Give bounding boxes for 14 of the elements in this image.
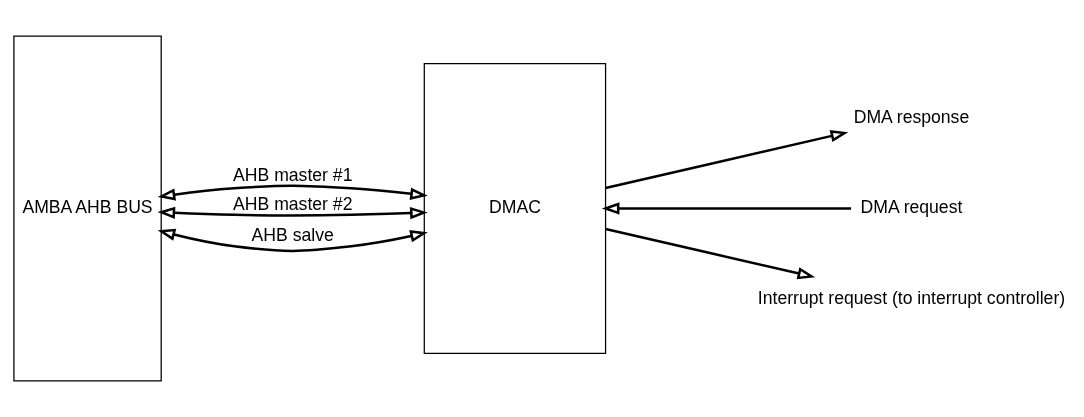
- edge-label: AHB salve: [251, 225, 334, 246]
- edge-label: AHB master #2: [233, 194, 353, 215]
- arrow: [157, 184, 428, 201]
- node-text: DMA response: [853, 106, 970, 127]
- edge-label: AHB master #1: [233, 165, 353, 186]
- arrow: [157, 206, 428, 220]
- arrow: [605, 130, 849, 190]
- node-text: Interrupt request (to interrupt controller): [757, 287, 1066, 308]
- node-box: AMBA AHB BUS: [13, 35, 162, 382]
- arrow: [605, 227, 816, 280]
- arrow: [157, 228, 428, 253]
- node-box: DMAC: [423, 63, 607, 354]
- node-text: DMA request: [860, 197, 963, 218]
- arrow: [601, 202, 852, 215]
